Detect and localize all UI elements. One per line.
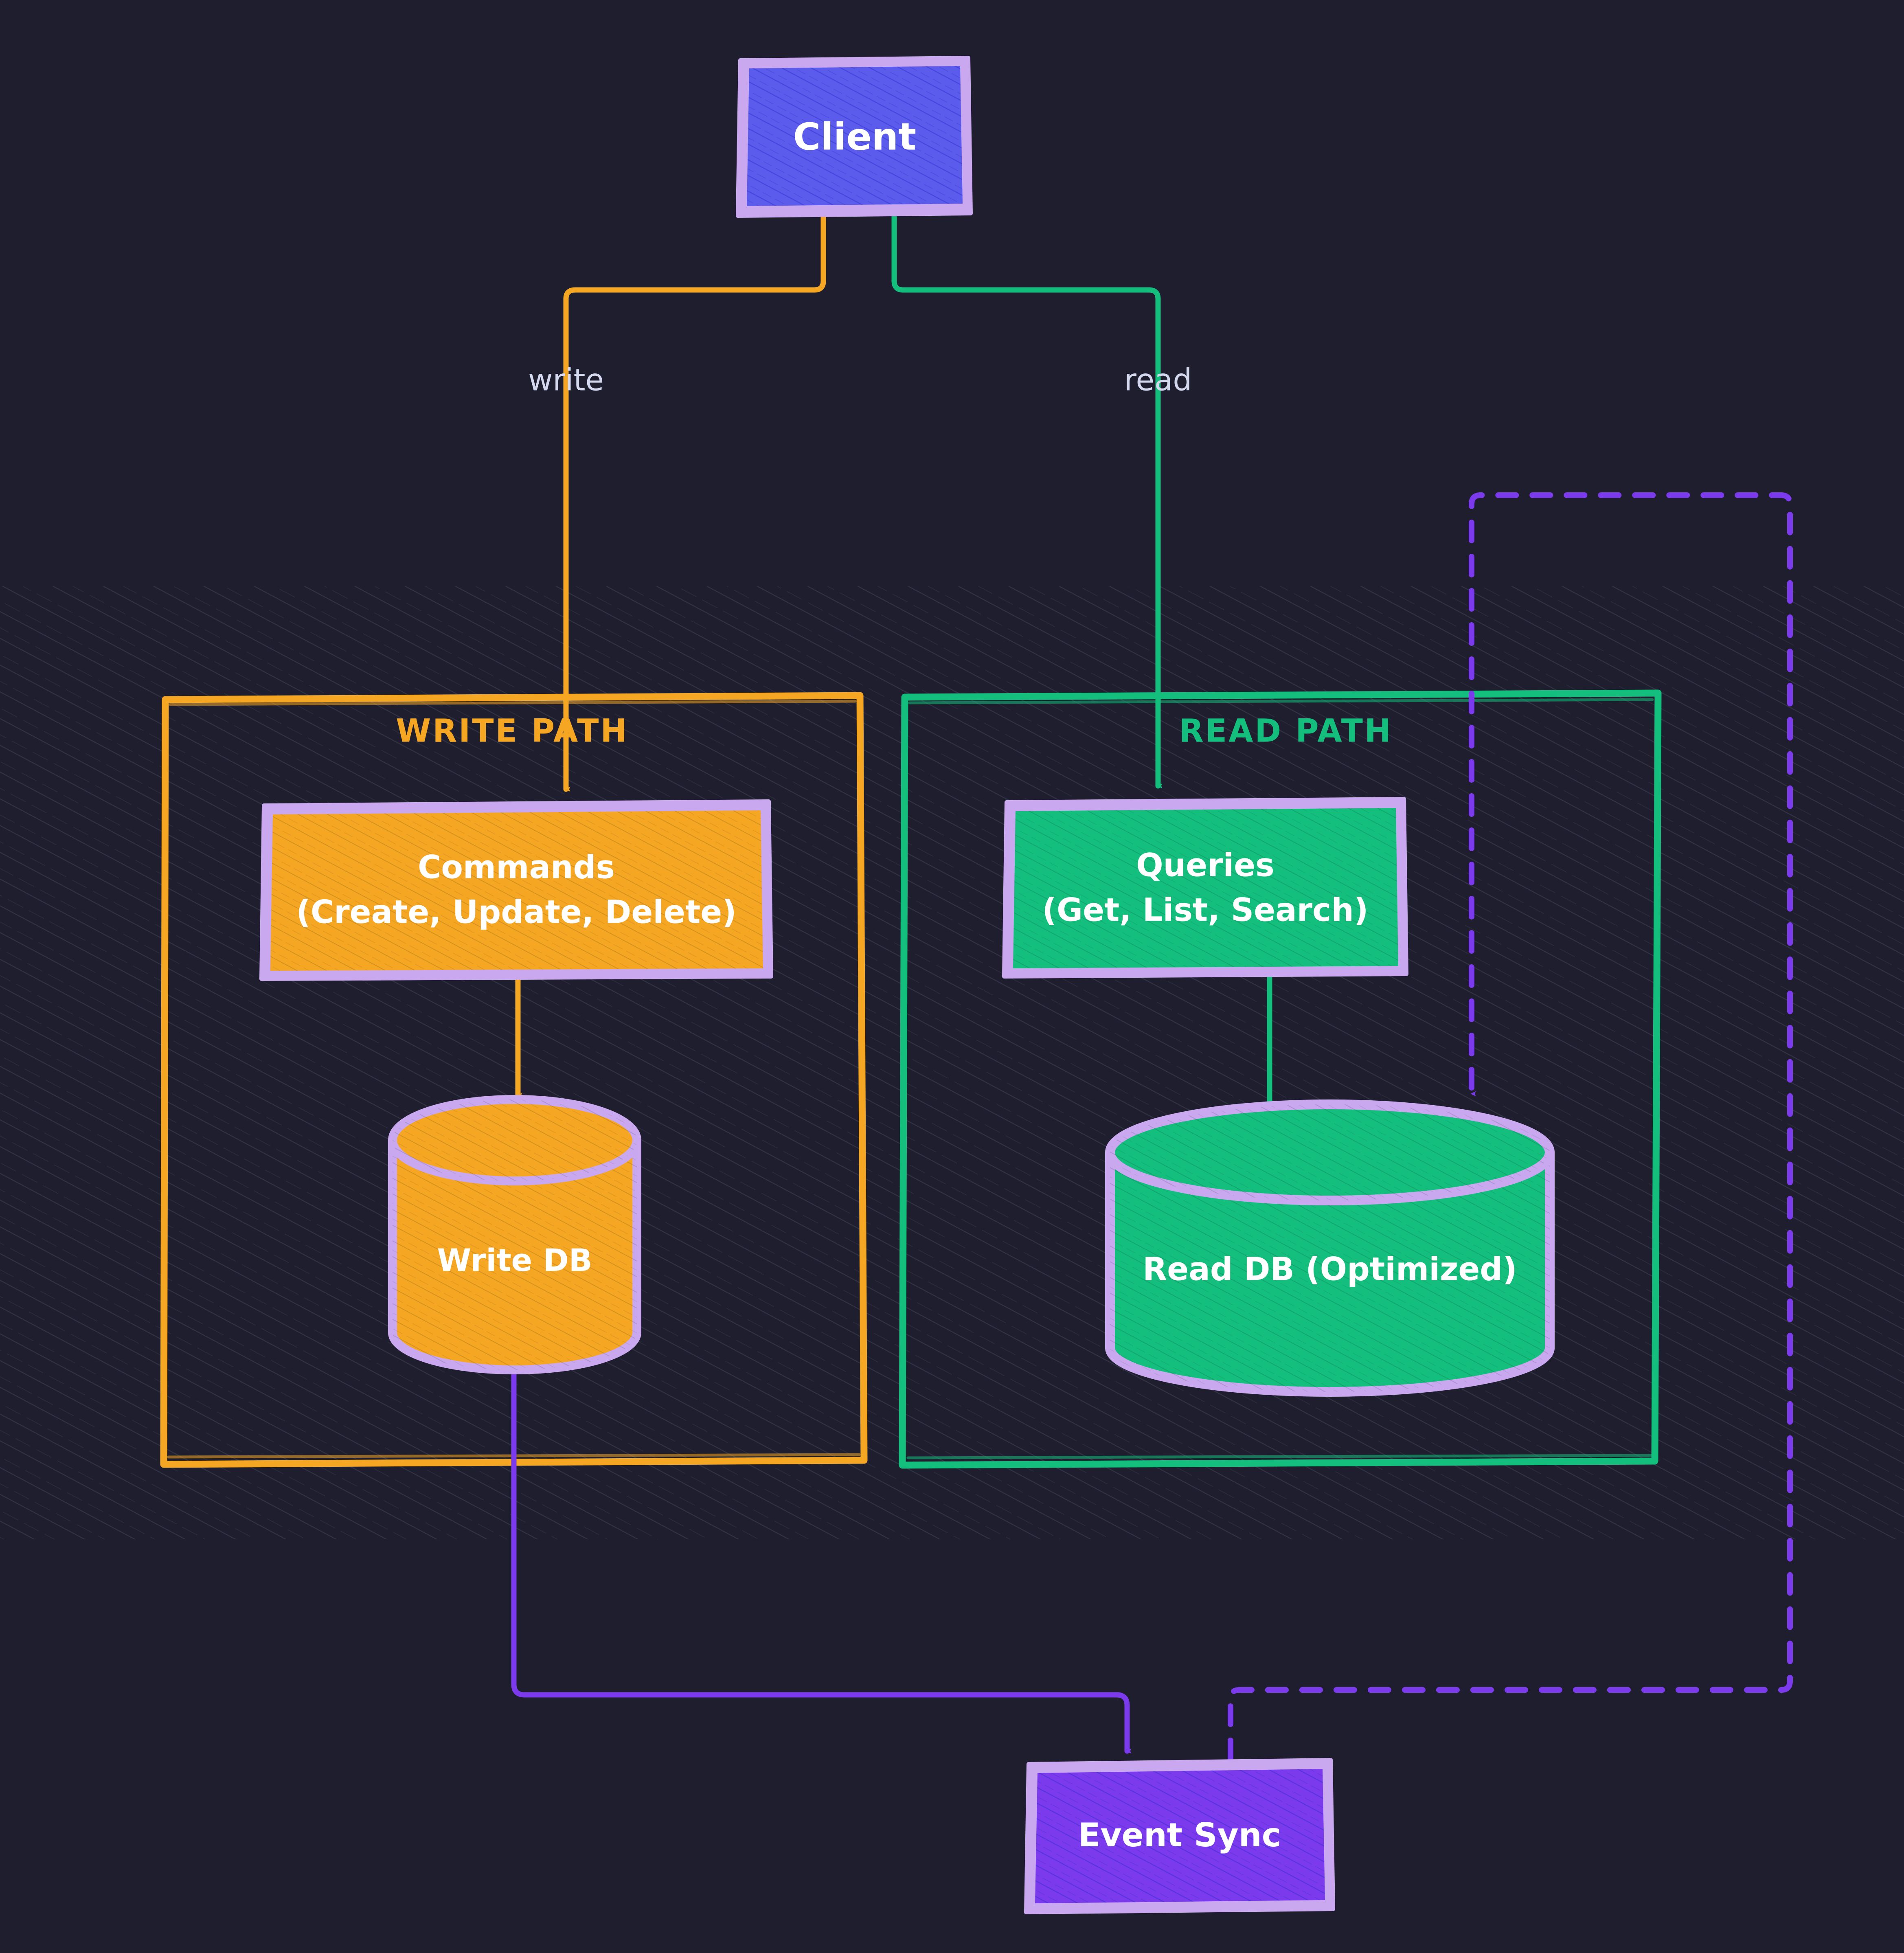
edge-event-sync-to-read-db-line — [1228, 492, 1793, 1761]
edge-label-write: write — [528, 363, 604, 398]
read-path-group-sketch-stroke-bottom — [906, 1454, 1653, 1459]
write-path-group-sketch-stroke — [169, 700, 857, 706]
edge-write-db-to-event-sync-line — [511, 1353, 1132, 1754]
node-write-db[interactable]: Write DB — [388, 1095, 641, 1374]
client-label: Client — [793, 115, 916, 158]
node-client[interactable]: Client — [736, 56, 973, 218]
read-path-group-border — [899, 689, 1662, 1469]
write-db-label: Write DB — [437, 1242, 592, 1278]
read-db-cylinder-texture — [1110, 1152, 1550, 1392]
write-path-group-title: WRITE PATH — [396, 713, 629, 749]
queries-label-line1: Queries — [1136, 847, 1274, 884]
read-db-label: Read DB (Optimized) — [1143, 1251, 1517, 1288]
edge-label-read: read — [1124, 363, 1192, 398]
event-sync-box-texture — [1035, 1769, 1325, 1903]
edge-client-to-commands-line — [563, 209, 826, 792]
read-db-cylinder-top-texture — [1110, 1104, 1550, 1200]
edge-write-db-to-event-sync — [511, 1353, 1132, 1754]
node-read-db[interactable]: Read DB (Optimized) — [1105, 1099, 1555, 1397]
event-sync-label: Event Sync — [1078, 1816, 1281, 1854]
read-path-group-title: READ PATH — [1179, 713, 1393, 749]
node-queries[interactable]: Queries (Get, List, Search) — [1002, 797, 1408, 979]
read-path-group-sketch-stroke — [908, 698, 1654, 704]
queries-label-line2: (Get, List, Search) — [1042, 892, 1368, 928]
queries-box-texture — [1013, 808, 1398, 968]
commands-label-line2: (Create, Update, Delete) — [296, 894, 737, 930]
node-event-sync[interactable]: Event Sync — [1024, 1758, 1335, 1914]
edge-client-to-queries: read — [891, 209, 1192, 789]
edge-client-to-commands: write — [528, 209, 826, 792]
background-hatch-texture — [0, 586, 1904, 1539]
commands-box-texture — [270, 810, 763, 971]
write-db-cylinder-texture — [393, 1140, 637, 1370]
write-path-group-border — [160, 692, 868, 1468]
group-read-path: READ PATH — [899, 689, 1662, 1469]
commands-label-line1: Commands — [418, 849, 615, 886]
client-box-texture — [747, 66, 963, 206]
edge-event-sync-to-read-db — [1228, 492, 1793, 1761]
edge-client-to-queries-line — [891, 209, 1163, 789]
write-db-cylinder-top-texture — [393, 1099, 637, 1181]
node-commands[interactable]: Commands (Create, Update, Delete) — [259, 799, 773, 981]
